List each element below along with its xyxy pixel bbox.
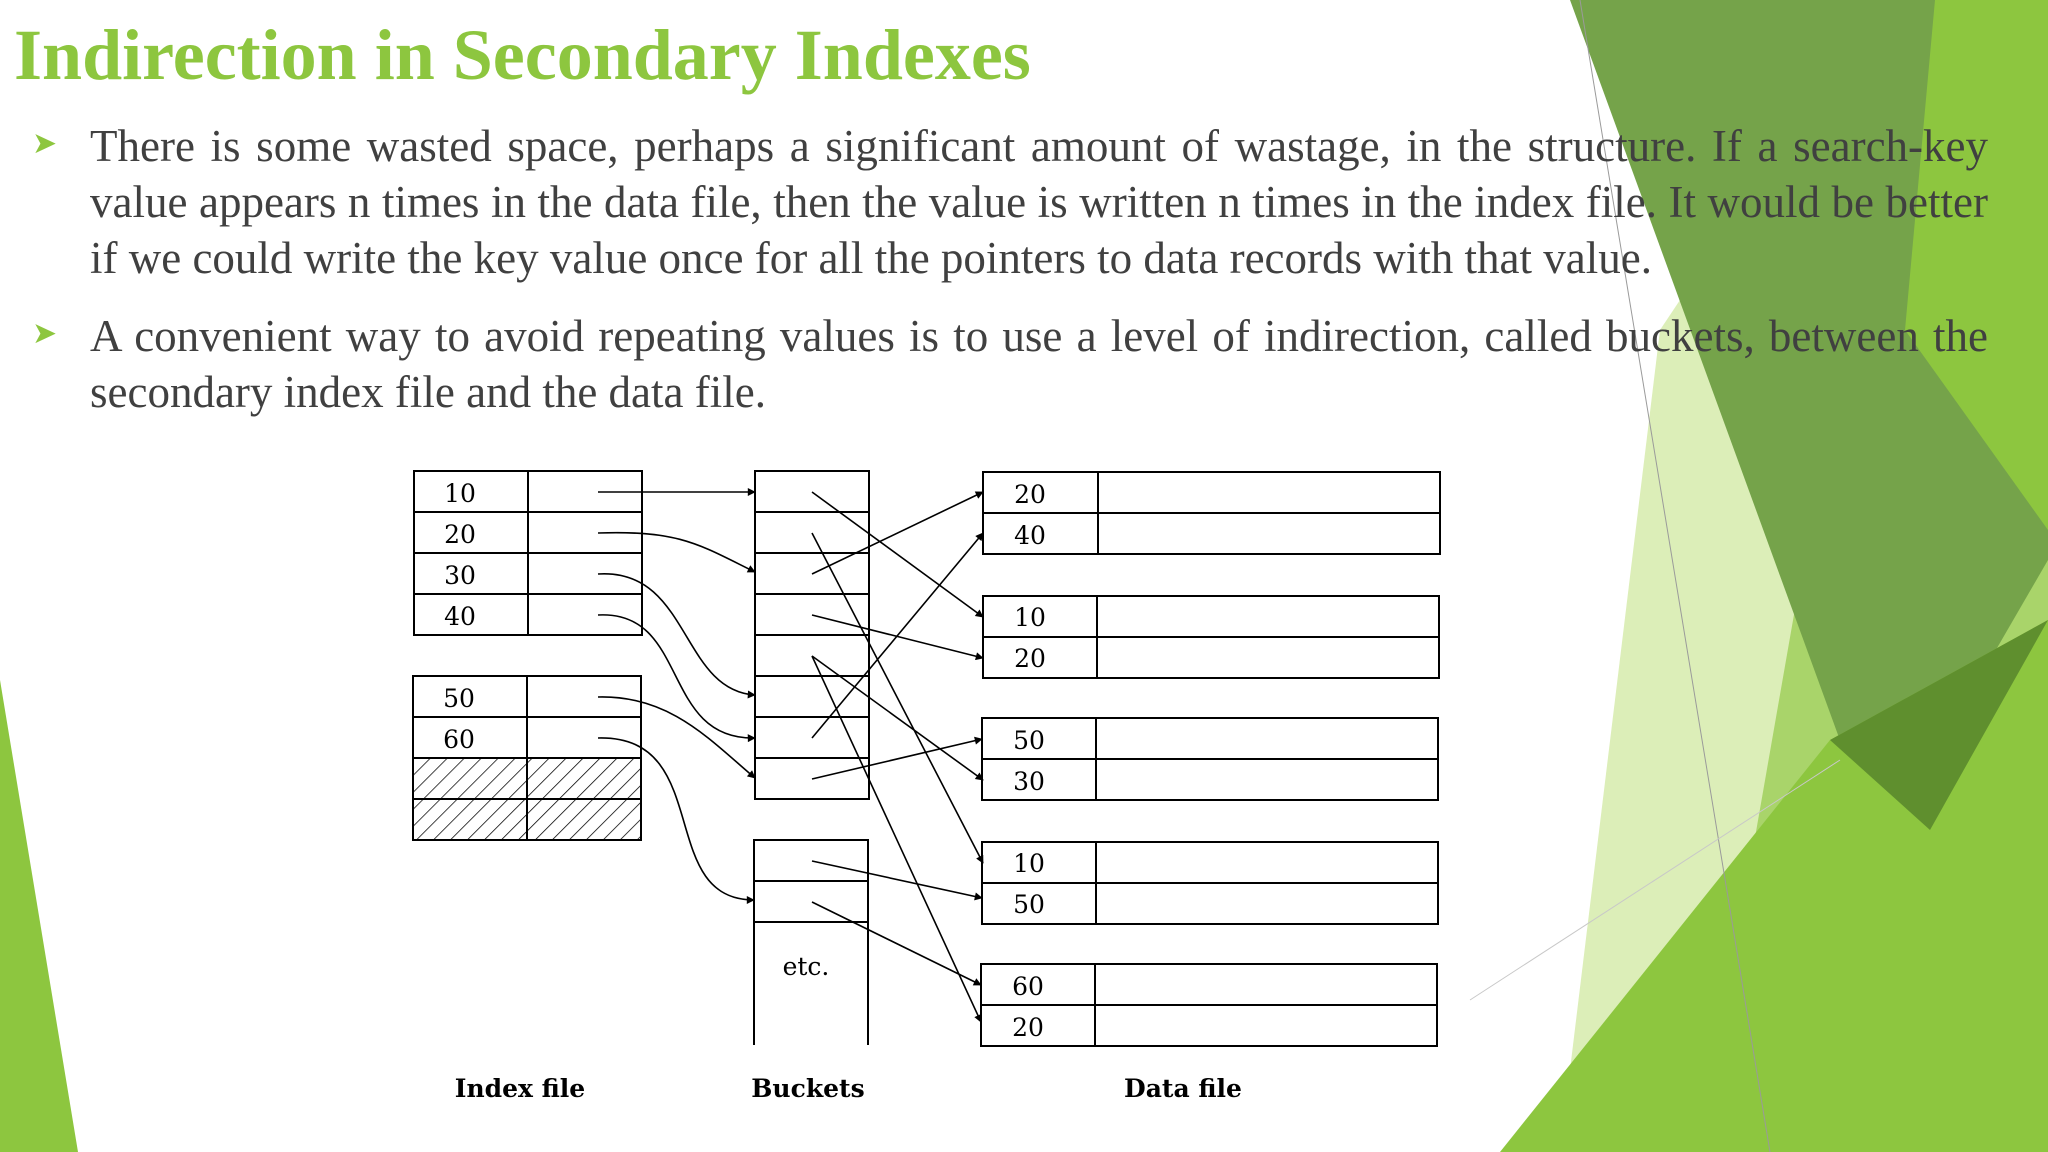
- index-pointer-arrow: [597, 696, 756, 779]
- bucket-block: [754, 470, 870, 800]
- index-file-label: Index file: [455, 1074, 585, 1103]
- data-block: 50 30: [981, 717, 1439, 801]
- bucket-pointer-arrow: [811, 491, 984, 575]
- data-key: 10: [1014, 603, 1046, 632]
- index-block: 50 60: [412, 675, 642, 841]
- index-pointer-arrow: [597, 531, 756, 573]
- index-pointer-arrow: [597, 737, 755, 904]
- left-green-triangle: [0, 680, 78, 1152]
- bucket-pointer-arrow: [811, 901, 982, 986]
- bucket-pointer-arrow: [811, 532, 984, 864]
- bucket-pointer-arrow: [811, 736, 983, 780]
- bucket-pointer-arrow: [811, 860, 983, 901]
- index-key: 40: [444, 602, 476, 631]
- index-key: 20: [444, 520, 476, 549]
- index-pointer-arrow: [597, 573, 756, 699]
- data-block: 20 40: [982, 471, 1441, 555]
- data-block: 10 50: [981, 841, 1439, 925]
- arrow-bullet-icon: ➤: [32, 127, 58, 160]
- index-block: 10 20 30 40: [413, 470, 643, 636]
- bullet-item: ➤ There is some wasted space, perhaps a …: [32, 118, 1988, 286]
- data-file-label: Data file: [1124, 1074, 1242, 1103]
- data-key: 10: [1013, 849, 1045, 878]
- buckets-label: Buckets: [751, 1074, 864, 1103]
- index-pointer-arrow: [597, 614, 756, 743]
- data-key: 50: [1013, 890, 1045, 919]
- bullet-text: A convenient way to avoid repeating valu…: [90, 311, 1988, 417]
- bullet-text: There is some wasted space, perhaps a si…: [90, 121, 1988, 283]
- index-key: 30: [444, 561, 476, 590]
- data-key: 50: [1013, 726, 1045, 755]
- data-key: 60: [1012, 972, 1044, 1001]
- data-block: 60 20: [980, 963, 1438, 1047]
- decor-line: [1579, 0, 1771, 1152]
- arrow-bullet-icon: ➤: [32, 317, 58, 350]
- bucket-pointer-arrow: [811, 655, 984, 781]
- decor-line: [1469, 759, 1841, 1001]
- data-key: 20: [1012, 1013, 1044, 1042]
- data-key: 20: [1014, 644, 1046, 673]
- bucket-pointer-arrow: [811, 655, 982, 1023]
- index-key: 60: [443, 725, 475, 754]
- bucket-pointer-arrow: [811, 491, 984, 618]
- slide-title: Indirection in Secondary Indexes: [14, 15, 1031, 95]
- index-key: 10: [444, 479, 476, 508]
- right-decor-bright: [1905, 0, 2048, 530]
- bullet-item: ➤ A convenient way to avoid repeating va…: [32, 308, 1988, 420]
- data-key: 30: [1013, 767, 1045, 796]
- data-block: 10 20: [982, 595, 1440, 679]
- bucket-block: etc.: [753, 839, 869, 1045]
- data-key: 40: [1014, 521, 1046, 550]
- data-key: 20: [1014, 480, 1046, 509]
- bucket-pointer-arrow: [811, 532, 984, 739]
- index-key: 50: [443, 684, 475, 713]
- buckets-etc: etc.: [783, 952, 830, 981]
- right-decor-shadow: [1830, 620, 2048, 830]
